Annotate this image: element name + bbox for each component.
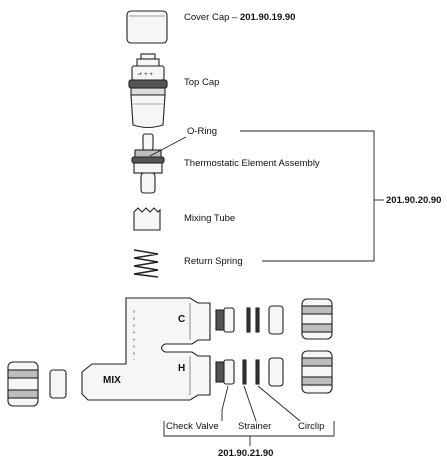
cold-marking: C — [178, 314, 186, 325]
cold-strainer-part — [246, 307, 251, 333]
top-cap-part: -+ + + — [128, 53, 168, 129]
return-spring-label: Return Spring — [184, 256, 243, 267]
mixing-tube-label: Mixing Tube — [184, 213, 236, 224]
hot-circlip-part — [255, 359, 260, 385]
thermo-element-label: Thermostatic Element Assembly — [184, 158, 320, 169]
hot-strainer-part — [242, 359, 247, 385]
cold-nut-part — [301, 298, 333, 340]
mixing-tube-part — [133, 207, 161, 231]
cover-cap-label-text: Cover Cap – — [184, 12, 238, 23]
mix-marking: MIX — [103, 375, 121, 386]
inlet-kit-code: 201.90.21.90 — [218, 448, 274, 459]
outlet-insert-part — [49, 369, 67, 399]
cold-insert-part — [268, 305, 284, 335]
leader-lines — [149, 130, 384, 446]
circlip-label: Circlip — [298, 421, 325, 432]
cover-cap-code: 201.90.19.90 — [239, 12, 296, 23]
top-cap-label: Top Cap — [184, 77, 220, 88]
cold-circlip-part — [255, 307, 260, 333]
hot-check-valve-part — [215, 359, 235, 385]
o-ring-part — [131, 156, 165, 164]
hot-insert-part — [268, 357, 284, 387]
cold-check-valve-part — [215, 307, 235, 333]
return-spring-part — [133, 249, 159, 278]
valve-body-part — [81, 297, 211, 401]
strainer-label: Strainer — [238, 421, 272, 432]
cover-cap-label: Cover Cap – 201.90.19.90 — [184, 12, 295, 23]
hot-marking: H — [178, 363, 186, 374]
thermostatic-element-part — [131, 133, 165, 194]
svg-text:-+ + +: -+ + + — [137, 72, 153, 78]
cover-cap-part — [126, 10, 168, 44]
hot-nut-part — [301, 350, 333, 394]
check-valve-label: Check Valve — [166, 421, 219, 432]
o-ring-label: O-Ring — [187, 126, 218, 137]
outlet-nut-part — [7, 361, 39, 407]
cartridge-kit-code: 201.90.20.90 — [386, 195, 442, 206]
